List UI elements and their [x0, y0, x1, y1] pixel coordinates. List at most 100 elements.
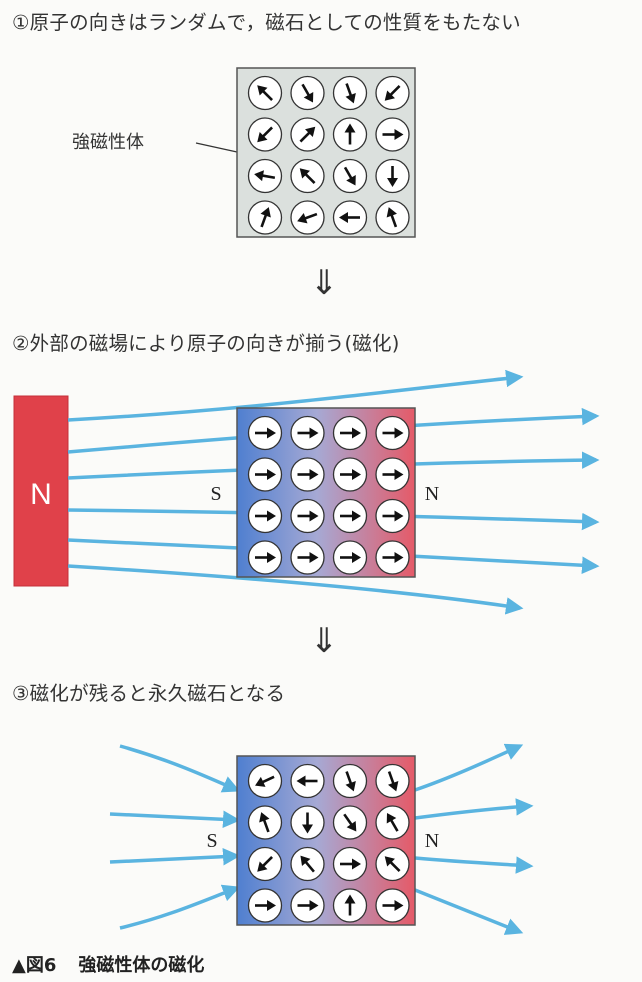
- atom-moment: [375, 75, 410, 111]
- atom-moment: [375, 846, 410, 882]
- atom-moment: [247, 888, 283, 923]
- field-lines-permanent: [109, 743, 534, 935]
- figure-title: 強磁性体の磁化: [78, 955, 205, 976]
- atom-moment: [375, 540, 410, 575]
- moment-arrow-icon: [340, 427, 361, 439]
- pole-s-label-permanent: S: [206, 830, 217, 852]
- moment-arrow-icon: [296, 775, 318, 787]
- atom-moment: [332, 763, 368, 799]
- atom-moment: [247, 200, 283, 235]
- field-line-in: [119, 884, 241, 930]
- moment-arrow-icon: [340, 552, 361, 563]
- atom-moment: [332, 498, 368, 534]
- moment-arrow-icon: [345, 83, 356, 104]
- atom-moment: [375, 117, 410, 152]
- atom-moment: [247, 117, 283, 152]
- atom-moment: [332, 75, 368, 111]
- atom-moment: [290, 200, 325, 235]
- moment-arrow-icon: [299, 126, 316, 143]
- moment-arrow-icon: [382, 552, 404, 563]
- atom-moment: [290, 158, 325, 194]
- moment-arrow-icon: [254, 170, 276, 182]
- moment-arrow-icon: [382, 427, 404, 439]
- figure-number: ▲図6: [12, 955, 57, 976]
- atom-moment: [290, 498, 325, 534]
- atom-moment: [247, 846, 283, 882]
- moment-arrow-icon: [343, 166, 356, 186]
- down-arrow-icon: ⇓: [309, 263, 339, 303]
- moment-arrow-icon: [301, 83, 314, 103]
- pole-n-label: N: [425, 483, 439, 505]
- atom-moment: [290, 415, 325, 451]
- atom-moment: [375, 805, 410, 840]
- moment-arrow-icon: [299, 168, 316, 184]
- moment-arrow-icon: [387, 771, 399, 792]
- atom-moment: [247, 540, 283, 575]
- moment-arrow-icon: [384, 85, 401, 101]
- moment-arrow-icon: [382, 129, 404, 140]
- moment-arrow-icon: [297, 900, 319, 911]
- pole-n-label-permanent: N: [425, 830, 439, 852]
- moment-arrow-icon: [255, 552, 276, 563]
- field-line-in: [109, 810, 241, 828]
- moment-arrow-icon: [344, 894, 356, 916]
- atom-moment: [332, 846, 368, 882]
- field-line-in: [119, 744, 241, 793]
- atom-moment: [247, 498, 283, 534]
- atom-moment: [247, 158, 283, 194]
- heading-step2: ②外部の磁場により原子の向きが揃う(磁化): [12, 332, 400, 355]
- atom-moment: [332, 200, 368, 235]
- moment-arrow-icon: [297, 510, 319, 522]
- moment-arrow-icon: [297, 469, 319, 480]
- atom-moment: [290, 763, 325, 799]
- moment-arrow-icon: [386, 207, 398, 228]
- atom-moment: [332, 540, 368, 575]
- moment-arrow-icon: [344, 123, 356, 145]
- moment-arrow-icon: [339, 212, 360, 223]
- atom-moment: [290, 540, 325, 575]
- atom-moment: [332, 805, 368, 840]
- atom-moment: [290, 888, 325, 923]
- heading-step3: ③磁化が残ると永久磁石となる: [12, 682, 286, 705]
- field-line: [67, 369, 524, 422]
- atom-moment: [375, 200, 410, 235]
- field-line: [67, 564, 524, 615]
- atom-moment: [290, 75, 325, 111]
- moment-arrow-icon: [297, 552, 319, 563]
- moment-arrow-icon: [255, 427, 276, 439]
- atom-moment: [332, 158, 368, 194]
- atom-moment: [332, 415, 368, 451]
- moment-arrow-icon: [255, 900, 276, 911]
- moment-arrow-icon: [257, 85, 273, 101]
- atom-grid-random: [247, 75, 410, 235]
- moment-arrow-icon: [257, 856, 273, 872]
- atom-moment: [375, 498, 410, 534]
- moment-arrow-icon: [300, 855, 315, 873]
- bar-magnet-n-label: N: [30, 478, 52, 511]
- atom-grid-aligned: [247, 415, 410, 575]
- atom-moment: [247, 415, 283, 451]
- moment-arrow-icon: [340, 510, 361, 522]
- atom-moment: [332, 457, 368, 492]
- moment-arrow-icon: [255, 510, 276, 522]
- field-line-out: [414, 856, 534, 874]
- moment-arrow-icon: [255, 469, 276, 480]
- bar-magnet: [13, 395, 69, 587]
- heading-step1: ①原子の向きはランダムで，磁石としての性質をもたない: [12, 11, 521, 34]
- pole-s-label: S: [210, 483, 221, 505]
- atom-moment: [290, 457, 325, 492]
- atom-moment: [290, 117, 325, 152]
- moment-arrow-icon: [340, 858, 361, 870]
- moment-arrow-icon: [386, 812, 399, 832]
- moment-arrow-icon: [297, 427, 319, 439]
- ferromagnet-label: 強磁性体: [72, 132, 144, 153]
- moment-arrow-icon: [382, 510, 404, 522]
- field-line-out: [414, 743, 524, 792]
- field-line-out: [414, 888, 524, 935]
- moment-arrow-icon: [345, 771, 356, 792]
- atom-moment: [375, 888, 410, 923]
- atom-moment: [332, 117, 368, 152]
- moment-arrow-icon: [382, 469, 404, 480]
